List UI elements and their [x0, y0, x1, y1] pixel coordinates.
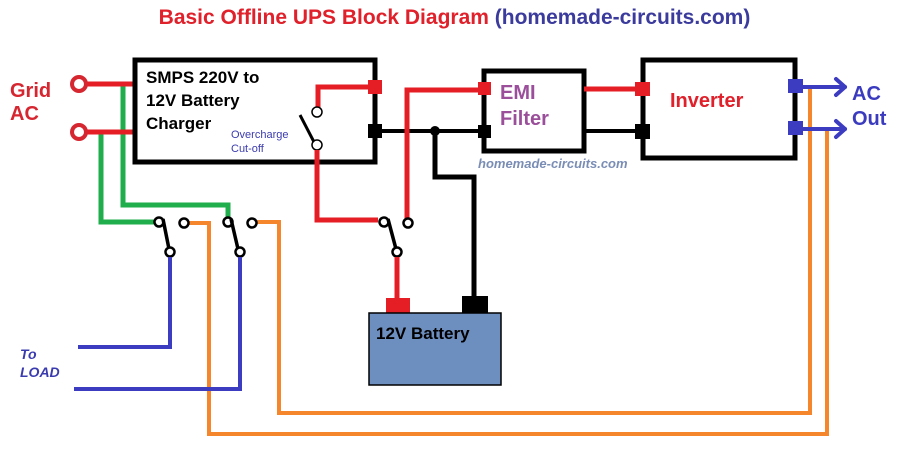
ac-out-label-line2: Out: [852, 108, 887, 130]
ac-out-arrow-1-icon: [834, 77, 847, 97]
inverter-output-terminal-1: [788, 79, 803, 93]
grid-input-wires: [86, 81, 134, 135]
grid-label-line2: AC: [10, 103, 39, 125]
smps-label-line3: Charger: [146, 114, 212, 133]
ac-out-label: AC Out: [852, 82, 886, 132]
smps-negative-terminal: [368, 124, 382, 138]
overcharge-switch-blade: [298, 114, 316, 143]
grid-terminal-live: [70, 75, 88, 93]
inverter-output-terminal-2: [788, 121, 803, 135]
overcharge-label-line1: Overcharge: [231, 129, 289, 141]
battery-relay-common: [391, 246, 403, 258]
title-source: (homemade-circuits.com): [494, 6, 751, 29]
orange-wires: [187, 88, 829, 436]
load-wires: [74, 257, 242, 391]
smps-charger-box: [132, 57, 378, 165]
orange-wire-inner: [257, 88, 812, 415]
overcharge-label-line2: Cut-off: [231, 143, 264, 155]
relay1-blade: [161, 218, 171, 250]
green-wires: [98, 84, 231, 225]
diagram-title: Basic Offline UPS Block Diagram (homemad…: [0, 6, 909, 30]
overcharge-contact-top: [311, 106, 323, 118]
smps-label-line1: SMPS 220V to: [146, 68, 260, 87]
overcharge-contact-bottom: [311, 139, 323, 151]
grid-ac-label: Grid AC: [10, 80, 51, 126]
emi-label-line1: EMI: [500, 82, 536, 104]
grid-terminal-neutral: [70, 123, 88, 141]
overcharge-label: Overcharge Cut-off: [231, 128, 288, 156]
battery-relay-blade: [386, 218, 398, 250]
battery-body: [368, 312, 502, 386]
relay2-common: [234, 246, 246, 258]
emi-label-line2: Filter: [500, 108, 549, 130]
grid-label-line1: Grid: [10, 80, 52, 102]
load-label-line1: To: [20, 346, 37, 362]
battery-positive-terminal: [386, 298, 410, 313]
smps-label: SMPS 220V to 12V Battery Charger: [146, 66, 259, 135]
smps-label-line2: 12V Battery: [146, 91, 240, 110]
relay1-common: [164, 246, 176, 258]
load-wire-1: [78, 257, 172, 349]
emi-input-negative-terminal: [478, 125, 491, 138]
load-wire-2: [74, 257, 242, 391]
emi-filter-box: [481, 68, 587, 154]
emi-filter-label: EMI Filter: [500, 80, 549, 132]
green-wire-live: [120, 84, 231, 218]
load-label-line2: LOAD: [20, 364, 60, 380]
overcharge-to-relay-wire: [314, 150, 378, 223]
title-main: Basic Offline UPS Block Diagram: [158, 6, 489, 29]
to-load-label: To LOAD: [20, 345, 60, 381]
battery-negative-terminal: [462, 296, 488, 313]
smps-positive-terminal: [368, 80, 382, 94]
watermark: homemade-circuits.com: [478, 156, 628, 171]
battery-label: 12V Battery: [376, 324, 470, 343]
inverter-box: [640, 57, 798, 161]
load-changeover-relay: [153, 216, 258, 258]
relay2-contact-no: [246, 217, 258, 229]
overcharge-red-wire: [315, 84, 375, 112]
green-wire-neutral: [98, 132, 158, 225]
relay2-blade: [229, 218, 240, 250]
emi-input-positive-terminal: [478, 82, 491, 95]
ac-out-label-line1: AC: [852, 83, 881, 105]
inverter-label: Inverter: [670, 90, 744, 112]
relay1-contact-no: [178, 217, 190, 229]
orange-wire-outer: [187, 131, 829, 436]
battery-relay-contact-no: [402, 217, 414, 229]
ac-out-arrow-2-icon: [834, 119, 847, 139]
red-relay-to-emi-wire: [404, 87, 484, 220]
black-battery-wire: [432, 131, 477, 300]
inverter-input-negative-terminal: [635, 124, 650, 139]
inverter-input-positive-terminal: [635, 82, 650, 96]
